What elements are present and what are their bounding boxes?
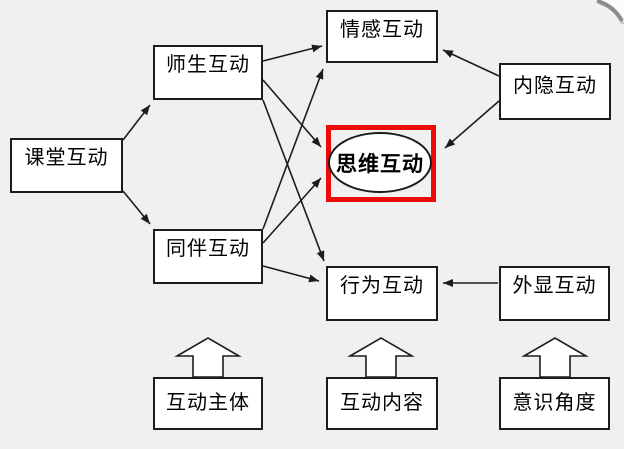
arrow-implicit-to-thinking	[444, 100, 500, 149]
category-label: 互动内容	[340, 392, 424, 414]
node-label: 外显互动	[512, 275, 597, 297]
arrow-peer-to-thinking	[262, 177, 322, 244]
node-label: 思维互动	[336, 152, 424, 176]
arrow-implicit-to-emotional	[442, 49, 500, 77]
node-label: 行为互动	[340, 275, 424, 297]
arrow-classroom-to-peer	[122, 190, 151, 225]
node-behavioral-interaction: 行为互动	[326, 266, 438, 321]
arrow-peer-to-behavioral	[262, 265, 320, 283]
node-teacher-student-interaction: 师生互动	[153, 45, 263, 100]
corner-curl-decoration	[596, 0, 624, 25]
arrow-teacher-to-behavioral	[262, 99, 325, 262]
category-interaction-subject: 互动主体	[153, 377, 263, 430]
node-label: 师生互动	[166, 54, 250, 76]
block-arrow-up-subject	[174, 337, 242, 378]
arrow-teacher-to-thinking	[262, 79, 322, 148]
node-peer-interaction: 同伴互动	[153, 229, 263, 284]
node-implicit-interaction: 内隐互动	[499, 63, 611, 120]
category-interaction-content: 互动内容	[326, 377, 438, 430]
node-classroom-interaction: 课堂互动	[10, 138, 123, 193]
category-consciousness-angle: 意识角度	[499, 377, 610, 430]
node-thinking-interaction: 思维互动	[328, 132, 432, 193]
node-explicit-interaction: 外显互动	[499, 266, 610, 321]
node-label: 课堂互动	[24, 147, 109, 169]
category-label: 互动主体	[166, 392, 250, 414]
block-arrow-up-content	[347, 337, 415, 378]
arrow-teacher-to-emotional	[262, 44, 323, 62]
block-arrow-up-consciousness	[521, 337, 589, 378]
node-emotional-interaction: 情感互动	[326, 10, 438, 63]
category-label: 意识角度	[512, 392, 597, 414]
arrow-peer-to-emotional	[262, 68, 324, 230]
node-label: 内隐互动	[513, 75, 597, 97]
arrow-classroom-to-teacher	[122, 104, 151, 141]
node-label: 情感互动	[340, 19, 424, 41]
node-label: 同伴互动	[166, 238, 250, 260]
